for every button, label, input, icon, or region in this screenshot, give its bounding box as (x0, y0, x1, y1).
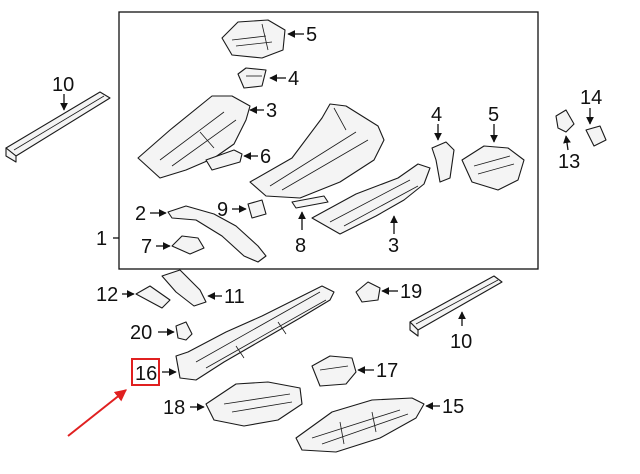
callout-10-left[interactable]: 10 (52, 74, 74, 96)
callout-12[interactable]: 12 (96, 284, 118, 306)
callout-13[interactable]: 13 (558, 151, 580, 173)
callout-11[interactable]: 11 (224, 286, 245, 308)
callout-3-right[interactable]: 3 (388, 235, 399, 257)
callout-3-left[interactable]: 3 (266, 100, 277, 122)
part-17-shield[interactable] (311, 355, 357, 387)
part-center-tunnel (249, 103, 385, 199)
callout-10-right[interactable]: 10 (450, 331, 472, 353)
highlight-arrow (67, 389, 127, 437)
callout-17[interactable]: 17 (376, 360, 398, 382)
part-4-bracket[interactable] (237, 67, 267, 89)
part-15-shield[interactable] (295, 397, 425, 453)
part-7-bracket[interactable] (171, 235, 205, 255)
assembly-frame (118, 11, 539, 270)
callout-4-right[interactable]: 4 (431, 104, 442, 126)
part-11-reinforcement[interactable] (161, 269, 207, 307)
part-5-seat-bracket-right[interactable] (461, 145, 525, 191)
part-8-strip[interactable] (291, 195, 329, 209)
callout-19[interactable]: 19 (400, 281, 422, 303)
callout-20[interactable]: 20 (130, 322, 152, 344)
callout-15[interactable]: 15 (442, 396, 464, 418)
part-6-reinforcement[interactable] (205, 149, 243, 171)
part-5-seat-bracket[interactable] (221, 19, 286, 59)
part-13-bracket[interactable] (555, 109, 575, 133)
part-4-bracket-right[interactable] (431, 141, 455, 183)
part-19-bracket[interactable] (355, 281, 381, 303)
part-18-shield[interactable] (205, 381, 303, 427)
part-3-floor-pan-left[interactable] (137, 95, 251, 179)
callout-4-top[interactable]: 4 (288, 68, 299, 90)
callout-18[interactable]: 18 (163, 397, 185, 419)
part-14-bracket[interactable] (585, 125, 607, 147)
part-10-rocker-right[interactable] (409, 275, 503, 337)
callout-6[interactable]: 6 (260, 146, 271, 168)
callout-9[interactable]: 9 (217, 199, 228, 221)
callout-16[interactable]: 16 (135, 363, 157, 385)
part-20-clip[interactable] (175, 321, 193, 341)
callout-7[interactable]: 7 (141, 236, 152, 258)
callout-1[interactable]: 1 (96, 228, 107, 250)
callout-5-top[interactable]: 5 (306, 24, 317, 46)
part-16-underbody-shield[interactable] (175, 285, 335, 381)
part-2-rail[interactable] (167, 205, 267, 263)
callout-5-right[interactable]: 5 (488, 104, 499, 126)
callout-8[interactable]: 8 (295, 235, 306, 257)
part-9-clip[interactable] (247, 199, 267, 219)
callout-16-highlight (131, 358, 160, 386)
callout-14[interactable]: 14 (580, 87, 602, 109)
callout-2[interactable]: 2 (135, 203, 146, 225)
part-10-rocker-left[interactable] (5, 91, 111, 163)
part-3-floor-pan-right[interactable] (311, 163, 431, 235)
part-12-bracket[interactable] (135, 285, 171, 309)
